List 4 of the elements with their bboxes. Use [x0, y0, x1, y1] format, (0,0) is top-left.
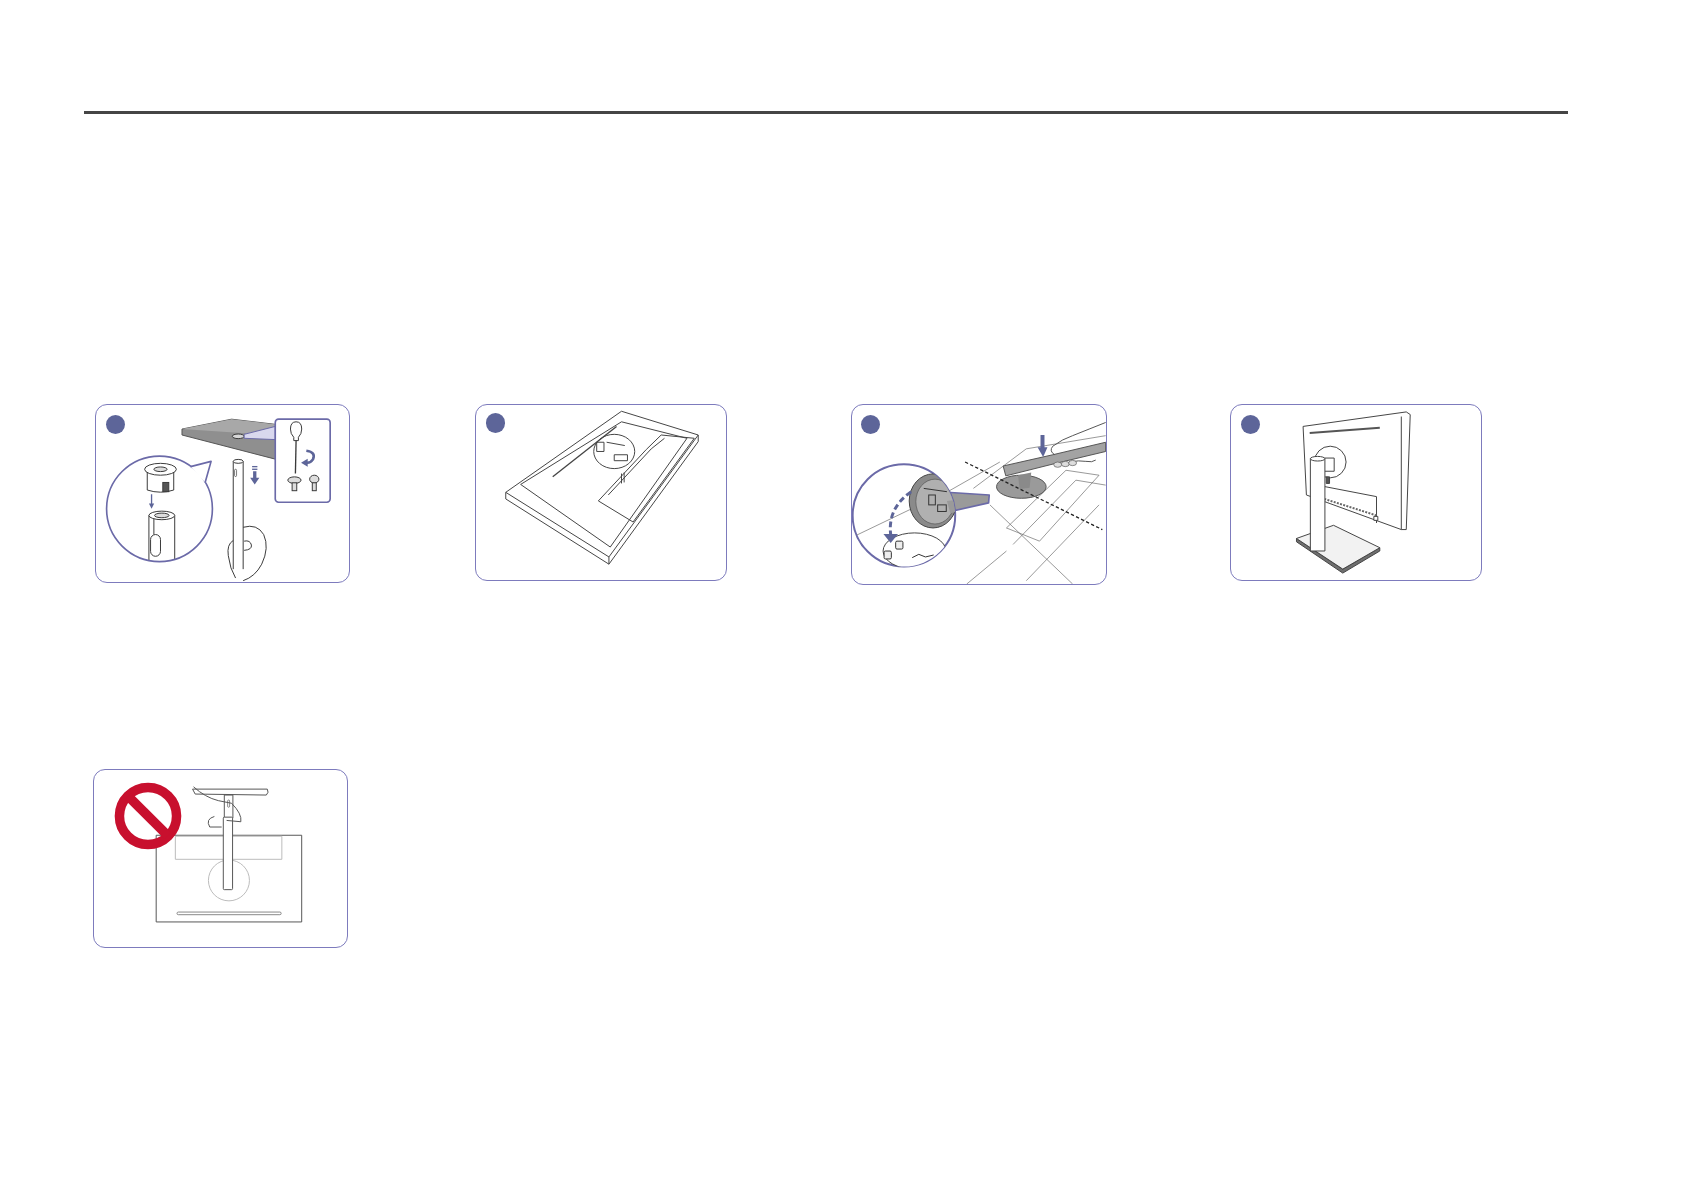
step-marker-icon — [1240, 414, 1260, 434]
step-marker-icon — [860, 414, 880, 434]
step-marker-icon — [105, 414, 125, 434]
step-marker-icon — [485, 413, 505, 433]
